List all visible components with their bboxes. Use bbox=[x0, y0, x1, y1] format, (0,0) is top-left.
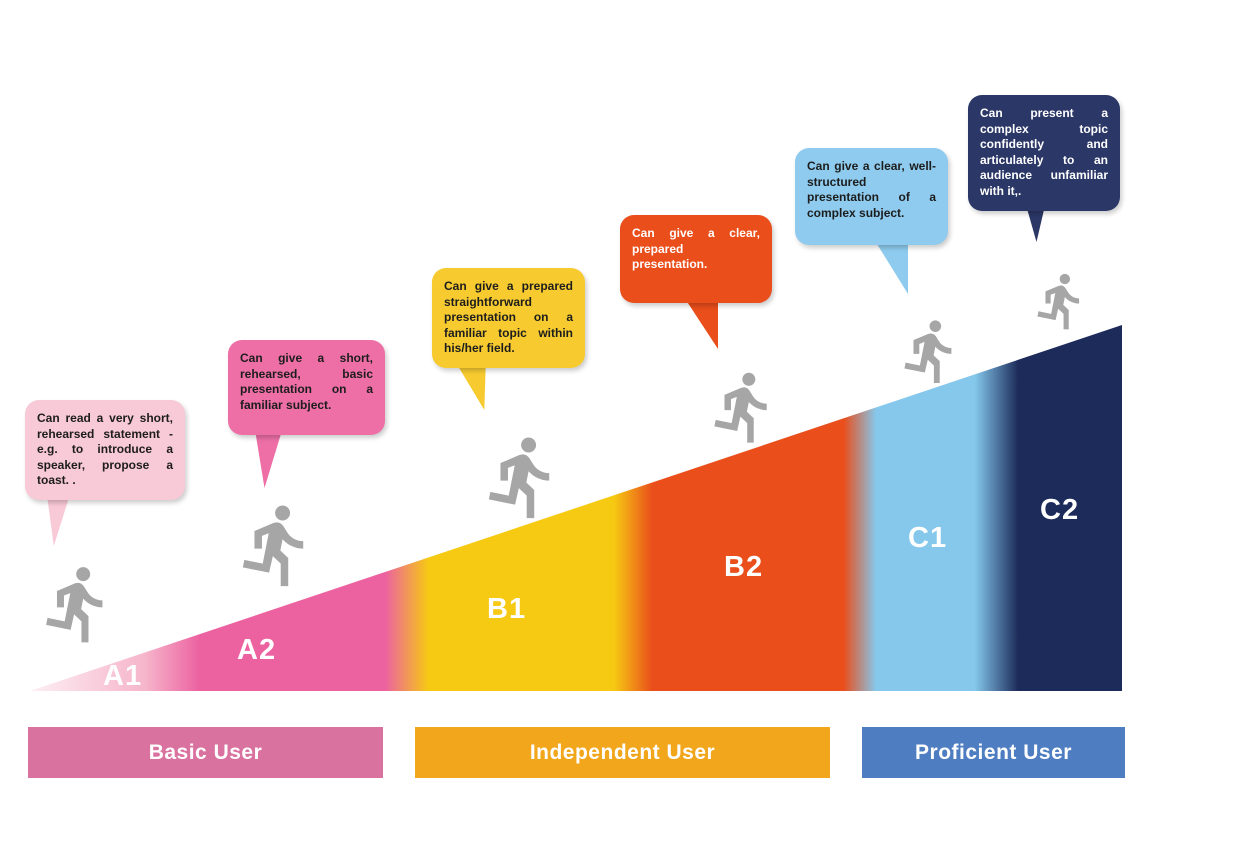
band-basic-user-label: Basic User bbox=[148, 740, 263, 764]
bubble-a1-text: Can read a very short, rehearsed stateme… bbox=[37, 411, 173, 488]
bubble-b1: Can give a prepared straightforward pres… bbox=[432, 268, 585, 368]
bubble-a2: Can give a short, rehearsed, basic prese… bbox=[228, 340, 385, 435]
bubble-b1-text: Can give a prepared straightforward pres… bbox=[444, 279, 573, 356]
runner-icon-a2 bbox=[242, 505, 304, 587]
runner-icon-c1 bbox=[904, 320, 952, 384]
bubble-c2: Can present a complex topic confidently … bbox=[968, 95, 1120, 211]
bubble-c2-text: Can present a complex topic confidently … bbox=[980, 106, 1108, 198]
band-basic-user: Basic User bbox=[28, 727, 383, 778]
runner-icon-a1 bbox=[46, 567, 103, 643]
runner-icon-c2 bbox=[1037, 273, 1080, 330]
bubble-b2-text: Can give a clear, prepared presentation. bbox=[632, 226, 760, 272]
runner-icon-b2 bbox=[714, 372, 767, 443]
bubble-a2-text: Can give a short, rehearsed, basic prese… bbox=[240, 351, 373, 412]
bubble-c1: Can give a clear, well-structured presen… bbox=[795, 148, 948, 245]
band-proficient-user: Proficient User bbox=[862, 727, 1125, 778]
band-proficient-user-label: Proficient User bbox=[915, 740, 1072, 764]
level-label-c1: C1 bbox=[908, 522, 948, 554]
runner-icon-b1 bbox=[488, 437, 550, 519]
bubble-a1: Can read a very short, rehearsed stateme… bbox=[25, 400, 185, 500]
bubble-c1-text: Can give a clear, well-structured presen… bbox=[807, 159, 936, 220]
level-label-c2: C2 bbox=[1040, 494, 1080, 526]
level-label-a2: A2 bbox=[237, 634, 277, 666]
level-label-b2: B2 bbox=[724, 551, 764, 583]
band-independent-user: Independent User bbox=[415, 727, 830, 778]
band-independent-user-label: Independent User bbox=[529, 740, 716, 764]
bubble-b2: Can give a clear, prepared presentation. bbox=[620, 215, 772, 303]
level-label-b1: B1 bbox=[487, 593, 527, 625]
level-label-a1: A1 bbox=[103, 660, 143, 692]
